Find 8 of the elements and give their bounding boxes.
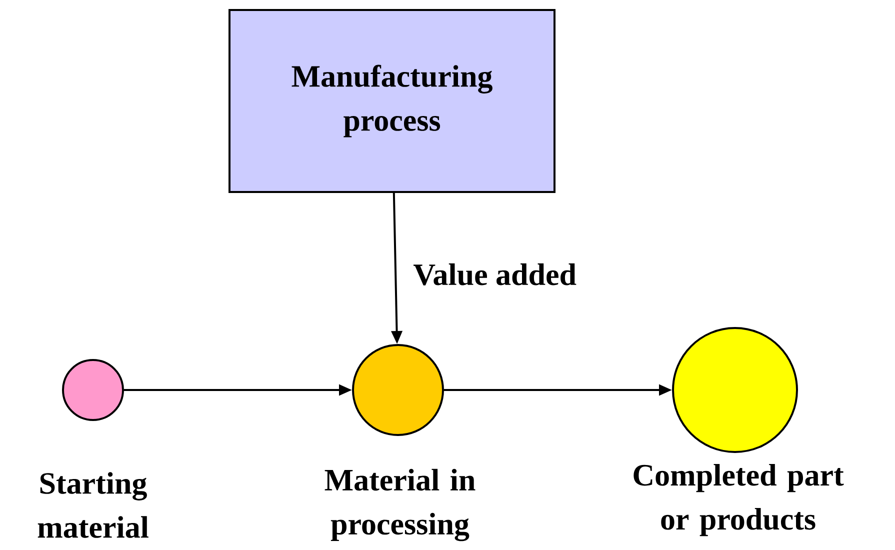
- process-box: Manufacturing process: [228, 9, 556, 193]
- circle: [672, 327, 798, 453]
- node-caption: Starting material: [38, 472, 148, 538]
- edge-label: Value added: [413, 263, 576, 286]
- circle: [62, 359, 124, 421]
- circle: [352, 344, 444, 436]
- node-caption: Material in processing: [324, 468, 476, 542]
- node-caption: Completed part or products: [634, 464, 844, 536]
